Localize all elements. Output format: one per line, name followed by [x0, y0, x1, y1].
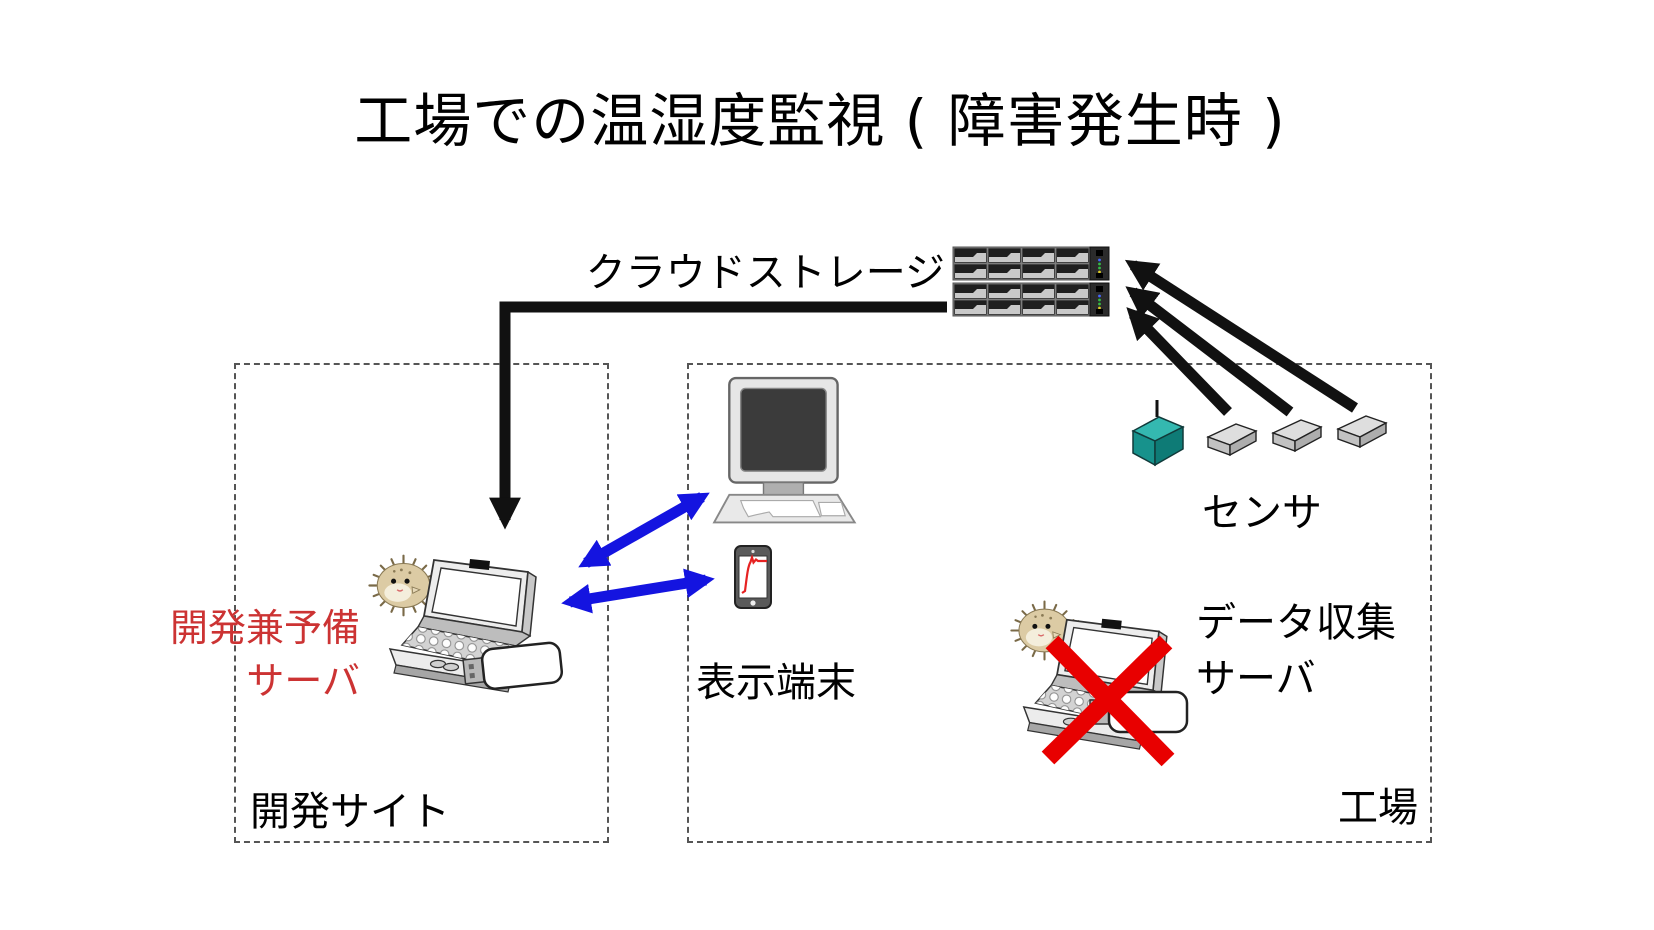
smartphone-icon [733, 544, 773, 610]
sensor-arrow-3 [1126, 307, 1232, 416]
wireless-sensor-icon [1131, 398, 1185, 467]
sensors-label: センサ [1202, 490, 1322, 536]
server-rack-icon [953, 247, 1109, 316]
data-collection-server-label-line1: データ収集 [1196, 600, 1396, 646]
data-collection-server-label-line2: サーバ [1196, 656, 1316, 702]
sensor-arrow-1 [1124, 259, 1358, 413]
blue-arrow-phone [561, 568, 715, 614]
display-terminal-label: 表示端末 [696, 660, 856, 706]
dev-site-label: 開発サイト [250, 789, 450, 835]
page-title: 工場での温湿度監視 ( 障害発生時 ) [354, 87, 1286, 155]
dev-backup-server-label: 開発兼予備 サーバ [168, 602, 360, 708]
sensor-icon-3 [1337, 415, 1387, 448]
arrow-cloud-to-devserver [489, 301, 947, 530]
desktop-monitor-icon [712, 376, 856, 524]
arrows-devserver-terminal [561, 492, 715, 614]
factory-label: 工場 [1338, 785, 1418, 831]
dev-backup-server-label-line1: 開発兼予備 [169, 606, 360, 650]
dev-backup-server-label-line2: サーバ [246, 659, 360, 703]
sensor-icon-1 [1207, 423, 1257, 456]
failure-x-icon [1041, 635, 1175, 767]
sensor-icon-2 [1272, 419, 1322, 452]
blue-arrow-monitor [578, 492, 710, 568]
data-collection-server-label: データ収集 サーバ [1196, 595, 1396, 707]
arrows-sensors-to-cloud [1124, 259, 1358, 417]
cloud-storage-label: クラウドストレージ [585, 250, 945, 296]
